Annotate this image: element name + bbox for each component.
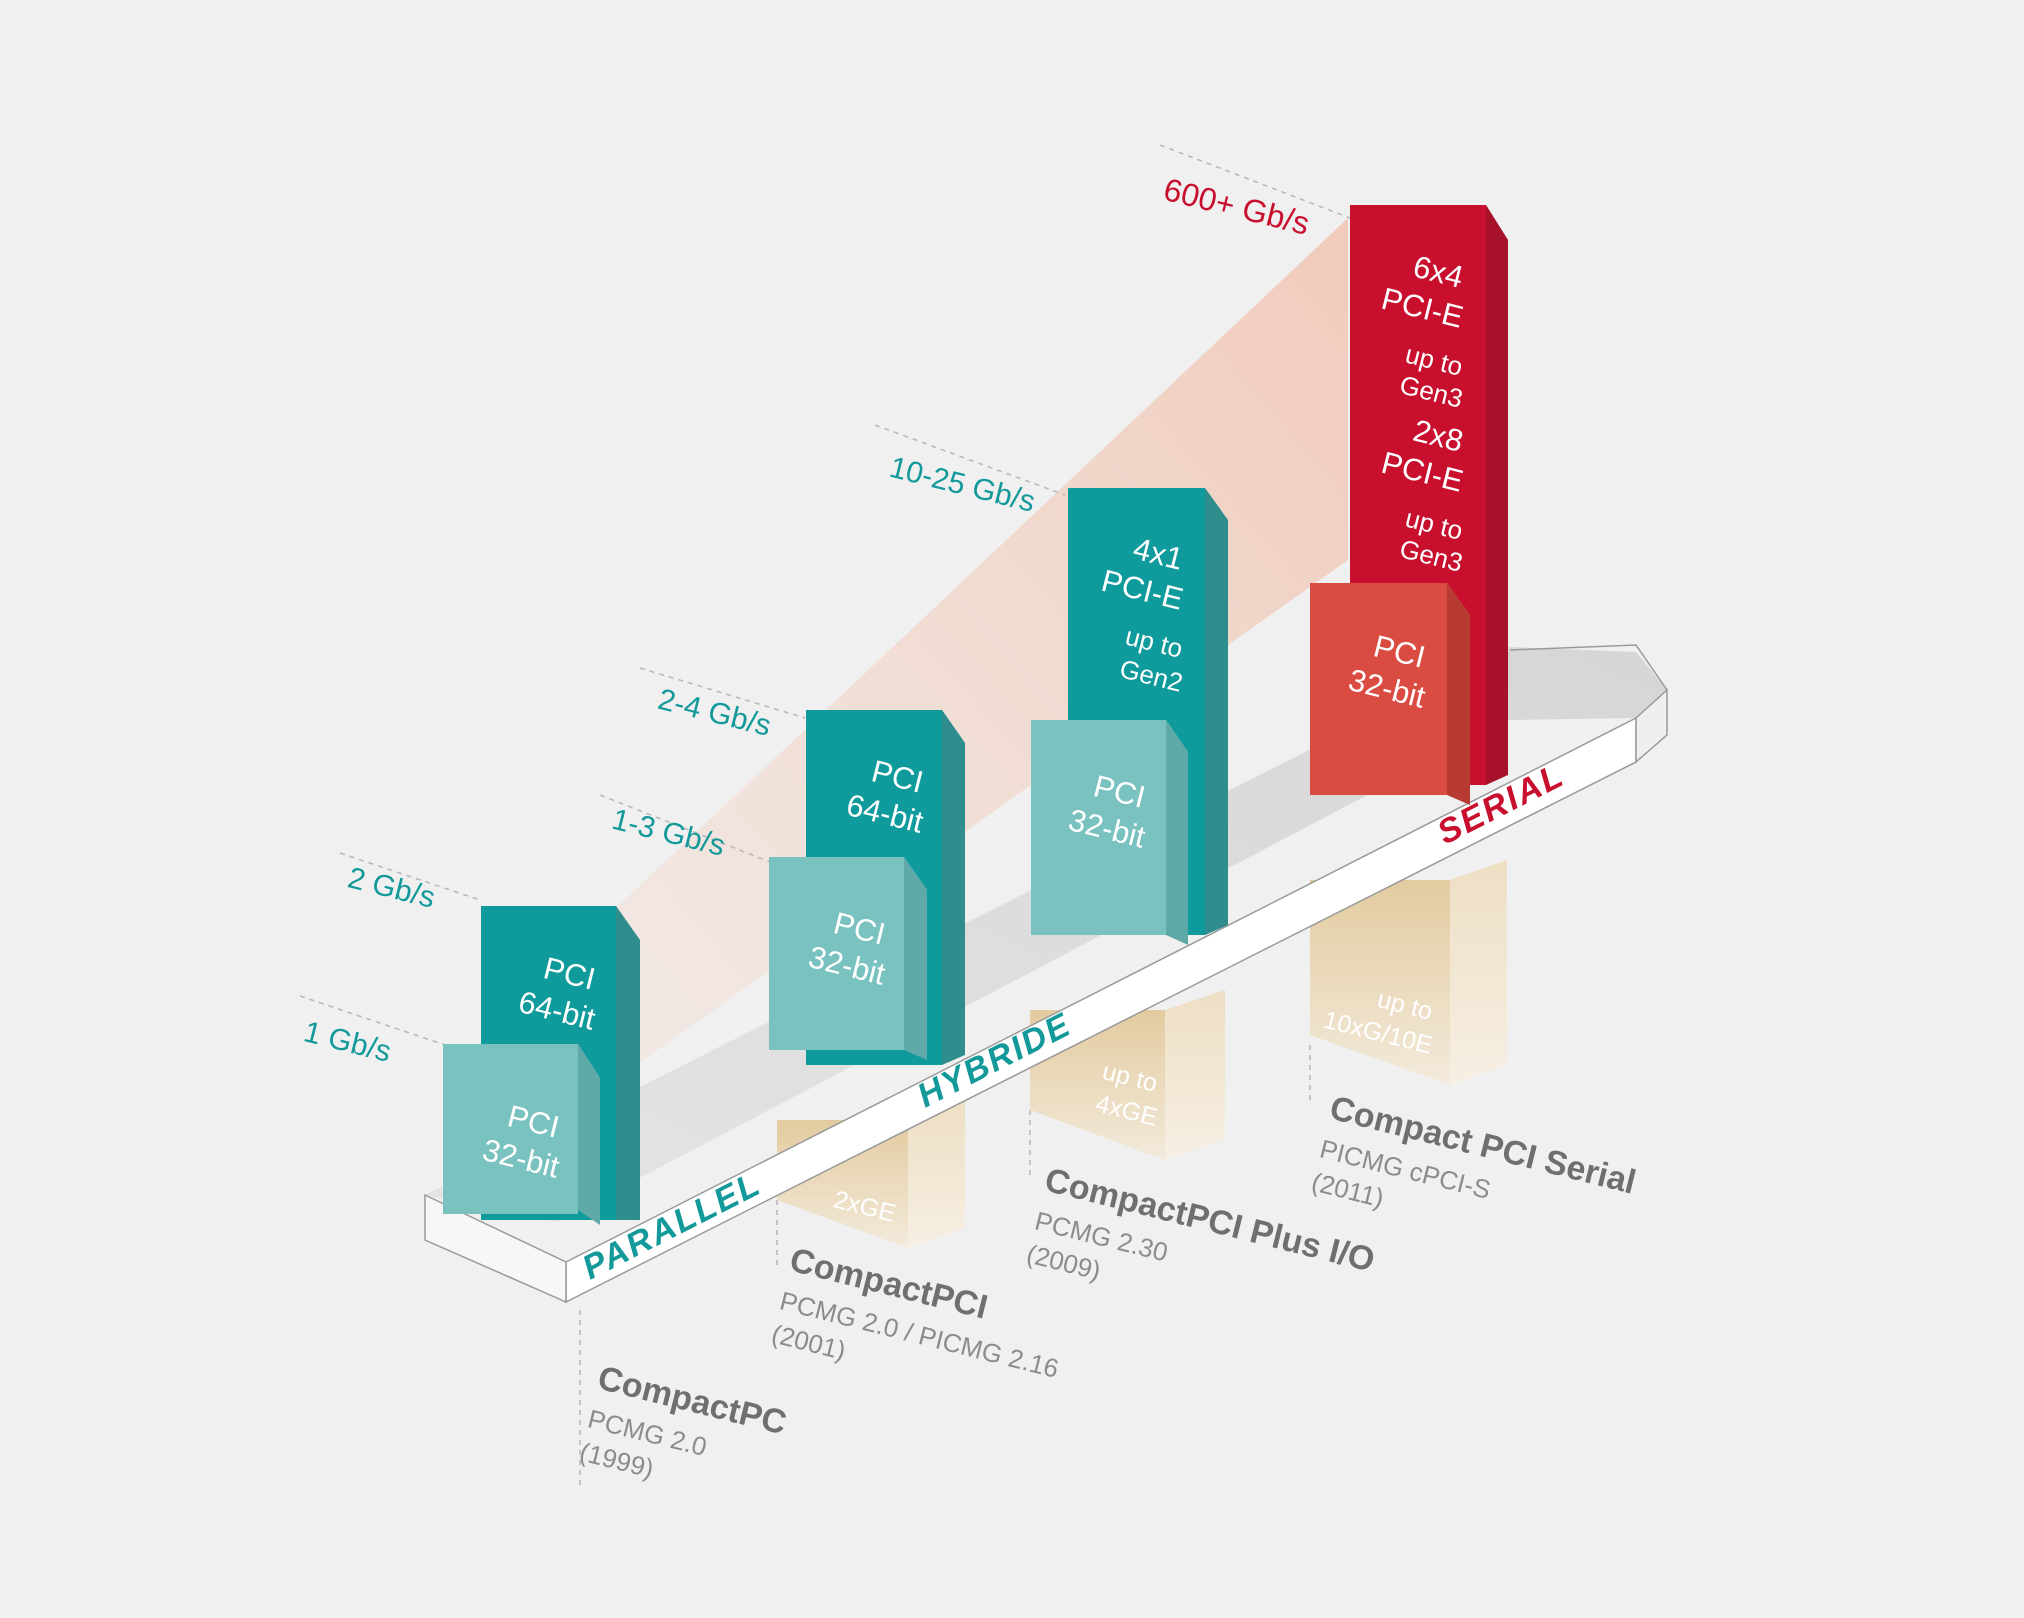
block-pci-32bit-2: [769, 857, 927, 1060]
era-leaders: [579, 1045, 1311, 1490]
bandwidth-growth-fan: [566, 218, 1348, 1115]
rate-label-6: 600+ Gb/s: [1160, 171, 1313, 242]
era-label-1: CompactPC PCMG 2.0 (1999): [577, 1359, 791, 1484]
block-pci-32bit-4: [1310, 583, 1470, 805]
rate-label-4: 2-4 Gb/s: [655, 683, 775, 743]
rate-label-2: 2 Gb/s: [345, 861, 439, 914]
ethernet-pillar-4: [1310, 860, 1507, 1085]
block-group-compactpci: [769, 710, 965, 1065]
block-pci-32bit-1: [443, 1044, 600, 1225]
rate-label-5: 10-25 Gb/s: [886, 451, 1038, 519]
rate-label-3: 1-3 Gb/s: [609, 803, 729, 863]
block-group-compactpc: [443, 906, 640, 1225]
block-pci-32bit-3: [1031, 720, 1188, 945]
rate-leaders: [299, 144, 1351, 1046]
block-group-compact-pci-serial: [1310, 205, 1508, 805]
block-group-compactpci-plus-io: [1031, 488, 1228, 945]
